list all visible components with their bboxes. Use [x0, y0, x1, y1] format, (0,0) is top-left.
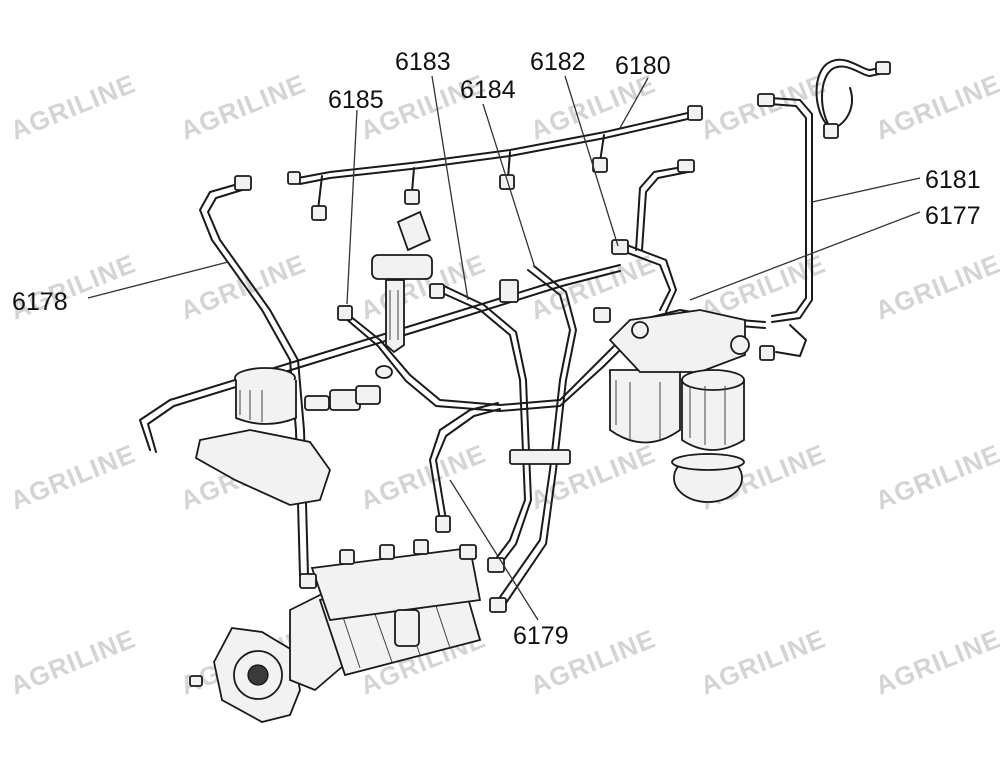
watermark: AGRILINE: [6, 623, 140, 700]
union-nut: [337, 305, 353, 321]
callout-6179: 6179: [513, 622, 569, 650]
banjo-fitting: [757, 93, 775, 107]
callout-6178: 6178: [12, 288, 68, 316]
callout-6180: 6180: [615, 52, 671, 80]
watermark: AGRILINE: [356, 438, 490, 515]
injection-pump: [189, 539, 482, 723]
banjo-fitting: [687, 105, 703, 121]
watermark: AGRILINE: [871, 438, 1000, 515]
injector: [371, 210, 433, 379]
union-nut: [677, 159, 695, 173]
fuel-filter-assembly: [608, 309, 750, 503]
lift-pump: [194, 367, 381, 506]
watermark: AGRILINE: [526, 248, 660, 325]
pipe-clamp: [499, 279, 519, 303]
watermark: AGRILINE: [871, 248, 1000, 325]
watermark: AGRILINE: [871, 623, 1000, 700]
callout-6177: 6177: [925, 202, 981, 230]
banjo-fitting: [759, 345, 775, 361]
watermark: AGRILINE: [176, 248, 310, 325]
watermark: AGRILINE: [176, 68, 310, 145]
union-nut: [487, 557, 505, 573]
callout-6183: 6183: [395, 48, 451, 76]
watermark: AGRILINE: [696, 623, 830, 700]
banjo-fitting: [592, 157, 608, 173]
banjo-fitting: [311, 205, 327, 221]
watermark: AGRILINE: [6, 68, 140, 145]
callout-6181: 6181: [925, 166, 981, 194]
return-pipe-6181: [757, 58, 891, 361]
callout-6184: 6184: [460, 76, 516, 104]
callout-6182: 6182: [530, 48, 586, 76]
banjo-fitting: [287, 171, 301, 185]
pipe-clamp: [509, 449, 571, 465]
union-nut: [435, 515, 451, 533]
leak-off-return-pipe: [287, 105, 703, 221]
banjo-fitting: [499, 174, 515, 190]
callout-6185: 6185: [328, 86, 384, 114]
watermark: AGRILINE: [6, 438, 140, 515]
leader-lines: [87, 75, 921, 621]
union-nut: [611, 239, 629, 255]
union-nut: [489, 597, 507, 613]
banjo-fitting: [823, 123, 839, 139]
fuel-pipe-6180: [635, 159, 695, 251]
union-nut: [234, 175, 252, 191]
banjo-fitting: [404, 189, 420, 205]
union-nut: [593, 307, 611, 323]
banjo-fitting: [875, 61, 891, 75]
callout-labels: 6183 6182 6180 6185 6184 6181 6177 6178 …: [12, 48, 981, 650]
watermark: AGRILINE: [871, 68, 1000, 145]
union-nut: [429, 283, 445, 299]
